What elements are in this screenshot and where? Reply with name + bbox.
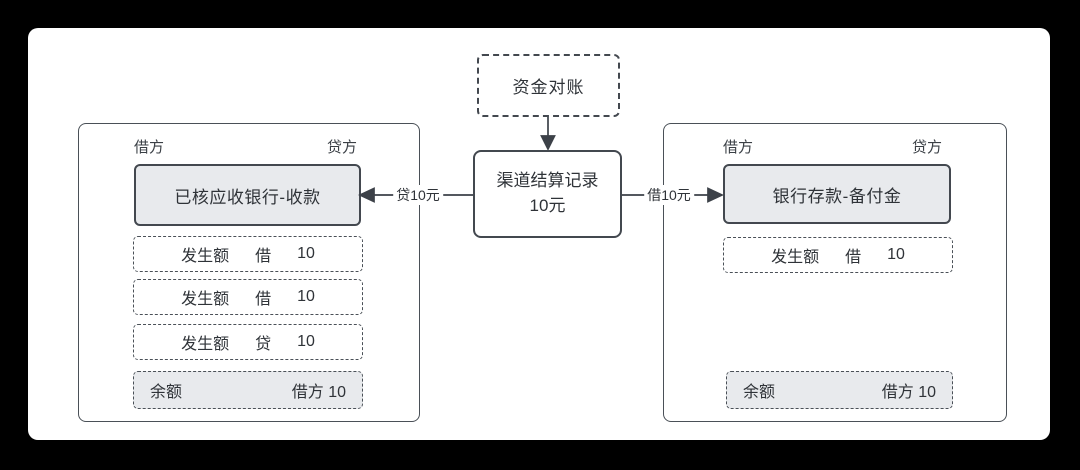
- balance-label: 余额: [150, 384, 183, 401]
- left-account-title-text: 已核应收银行-收款: [174, 187, 321, 207]
- entry-name: 发生额: [181, 248, 230, 265]
- right-credit-header: 贷方: [911, 139, 942, 156]
- arrow-down-icon: [540, 117, 556, 151]
- entry-side: 借: [255, 291, 272, 308]
- entry-side: 借: [255, 248, 272, 265]
- settlement-record-amount: 10元: [529, 196, 566, 215]
- debit-flow-label: 借10元: [644, 185, 694, 205]
- entry-amount: 10: [297, 288, 315, 305]
- right-debit-header: 借方: [723, 139, 754, 156]
- left-account-panel: 借方 贷方 已核应收银行-收款 发生额 借 10 发生额 借 10 发生额 贷 …: [78, 123, 420, 422]
- trigger-label: 资金对账: [512, 78, 585, 97]
- left-debit-header: 借方: [134, 139, 165, 156]
- entry-name: 发生额: [771, 249, 820, 266]
- left-entry-row: 发生额 借 10: [133, 279, 363, 315]
- entry-amount: 10: [297, 245, 315, 262]
- left-credit-header: 贷方: [326, 139, 357, 156]
- balance-value: 借方 10: [881, 384, 936, 401]
- entry-amount: 10: [887, 246, 905, 263]
- balance-value: 借方 10: [291, 384, 346, 401]
- right-balance-row: 余额 借方 10: [726, 371, 953, 409]
- right-account-panel: 借方 贷方 银行存款-备付金 发生额 借 10 余额 借方 10: [663, 123, 1007, 422]
- entry-side: 借: [845, 249, 862, 266]
- left-account-title: 已核应收银行-收款: [134, 164, 361, 226]
- credit-flow-label: 贷10元: [393, 185, 443, 205]
- left-entry-row: 发生额 借 10: [133, 236, 363, 272]
- left-column-headers: 借方 贷方: [79, 136, 419, 157]
- settlement-record-node: 渠道结算记录 10元: [473, 150, 622, 238]
- settlement-record-title: 渠道结算记录: [496, 171, 599, 191]
- trigger-node: 资金对账: [477, 54, 620, 117]
- right-entry-row: 发生额 借 10: [723, 237, 953, 273]
- right-account-title: 银行存款-备付金: [723, 164, 951, 224]
- left-entry-row: 发生额 贷 10: [133, 324, 363, 360]
- right-account-title-text: 银行存款-备付金: [772, 186, 902, 206]
- entry-name: 发生额: [181, 291, 230, 308]
- diagram-board: 资金对账 渠道结算记录 10元 贷10元 借10元 借方 贷方 已核应收银行-收…: [28, 28, 1050, 440]
- entry-side: 贷: [255, 336, 272, 353]
- balance-label: 余额: [743, 384, 776, 401]
- right-column-headers: 借方 贷方: [664, 136, 1006, 157]
- entry-amount: 10: [297, 333, 315, 350]
- left-balance-row: 余额 借方 10: [133, 371, 363, 409]
- entry-name: 发生额: [181, 336, 230, 353]
